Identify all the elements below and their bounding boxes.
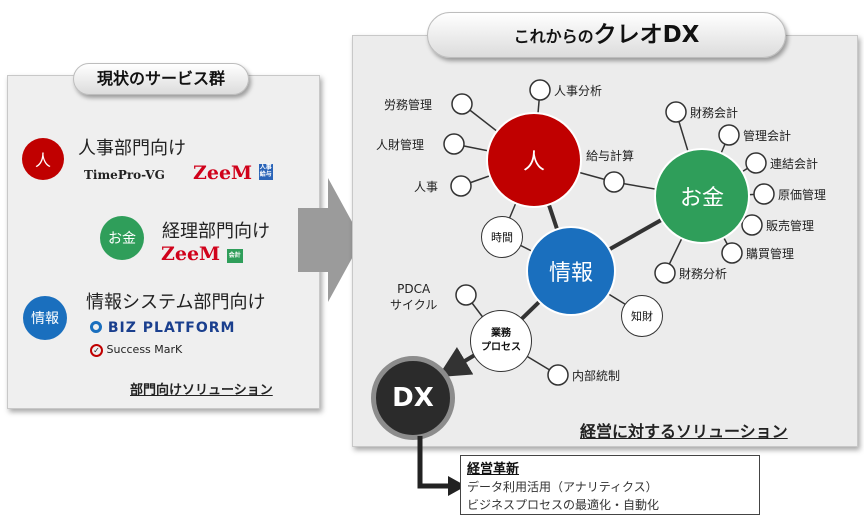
bizplatform-icon	[90, 321, 102, 333]
dx-output-arrow	[417, 436, 466, 496]
finance-dept-label: 経理部門向け	[162, 221, 270, 242]
badge-okane: お金	[100, 216, 144, 260]
result-heading: 経営革新	[467, 462, 520, 477]
badge-hito: 人	[22, 138, 64, 180]
node-jikan: 時間	[481, 216, 523, 258]
transition-arrow	[298, 178, 362, 302]
hub-okane: お金	[654, 148, 750, 244]
label-jinzai: 人財管理	[376, 138, 425, 152]
zeem-finance-logo: ZeeM 会計	[161, 243, 243, 265]
hub-gyomu: 業務 プロセス	[470, 310, 532, 372]
label-genka-kanri: 原価管理	[778, 188, 827, 202]
result-box: 経営革新 データ利用活用（アナリティクス） ビジネスプロセスの最適化・自動化	[460, 455, 760, 515]
label-konyu-kanri: 購買管理	[746, 247, 795, 261]
label-pdca: PDCA サイクル	[390, 282, 438, 312]
hub-dx: DX	[371, 356, 455, 440]
label-jinji: 人事	[414, 180, 439, 194]
hr-dept-label: 人事部門向け	[78, 138, 186, 159]
bizplatform-logo: BIZ PLATFORM	[90, 320, 235, 336]
zeem-hr-tag: 人事給与	[258, 164, 273, 180]
label-zaimu-bunseki: 財務分析	[679, 267, 728, 281]
label-jinji-bunseki: 人事分析	[554, 84, 603, 98]
it-dept-label: 情報システム部門向け	[86, 292, 266, 313]
management-solutions-footer: 経営に対するソリューション	[580, 422, 788, 441]
check-icon: ✓	[90, 344, 103, 357]
current-services-title: 現状のサービス群	[73, 63, 249, 95]
node-chizai: 知財	[621, 295, 663, 337]
badge-joho: 情報	[23, 296, 67, 340]
current-services-panel	[7, 75, 320, 409]
label-naibu-tosei: 内部統制	[572, 369, 621, 383]
zeem-finance-tag: 会計	[226, 249, 243, 263]
label-hanbai-kanri: 販売管理	[766, 219, 815, 233]
result-line-2: ビジネスプロセスの最適化・自動化	[467, 498, 660, 512]
label-kyuyo: 給与計算	[586, 149, 635, 163]
label-romu: 労務管理	[384, 98, 433, 112]
zeem-hr-logo: ZeeM 人事給与	[193, 162, 273, 184]
future-dx-title: これからのクレオDX	[427, 12, 786, 58]
successmark-logo: ✓ Success MarK	[90, 343, 182, 357]
label-zaimu-kaikei: 財務会計	[690, 106, 739, 120]
timepro-logo: TimePro-VG	[84, 168, 165, 182]
dept-solutions-footer: 部門向けソリューション	[130, 383, 273, 398]
result-line-1: データ利用活用（アナリティクス）	[467, 480, 658, 494]
hub-hito: 人	[486, 112, 582, 208]
label-kanri-kaikei: 管理会計	[743, 129, 792, 143]
hub-joho: 情報	[526, 226, 616, 316]
label-renketsu-kaikei: 連結会計	[770, 157, 819, 171]
